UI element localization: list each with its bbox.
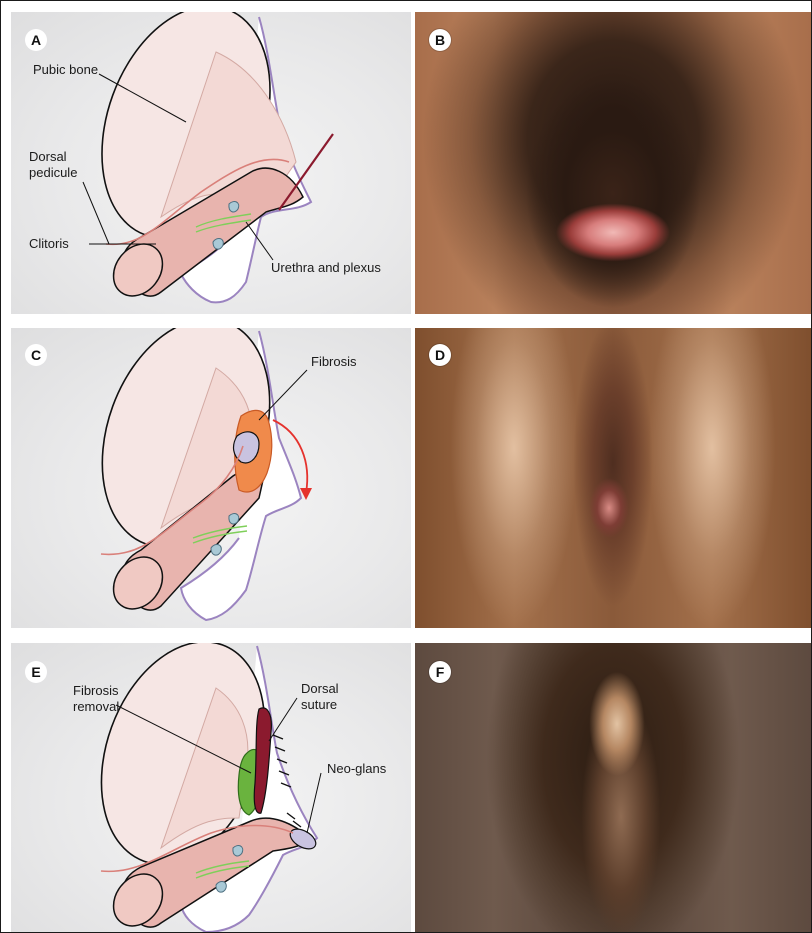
panel-c-diagram: C Fibrosis [11, 328, 411, 628]
label-pubic-bone: Pubic bone [33, 62, 98, 78]
leader-neo-glans [307, 773, 321, 833]
label-urethra-and-plexus: Urethra and plexus [271, 260, 381, 276]
panel-letter-e: E [25, 661, 47, 683]
label-dorsal-suture-line2: suture [301, 697, 339, 713]
plexus-blob [213, 238, 223, 249]
label-dorsal-pedicule: Dorsal pedicule [29, 149, 77, 181]
label-fibrosis-removal-line1: Fibrosis [73, 683, 119, 699]
plexus-blob [216, 881, 226, 892]
plexus-blob [211, 544, 221, 555]
label-dorsal-pedicule-line1: Dorsal [29, 149, 77, 165]
panel-letter-a: A [25, 29, 47, 51]
panel-f-photo: F [415, 643, 811, 932]
label-neo-glans: Neo-glans [327, 761, 386, 777]
label-dorsal-pedicule-line2: pedicule [29, 165, 77, 181]
label-fibrosis: Fibrosis [311, 354, 357, 370]
anatomy-illustration-e [11, 643, 411, 932]
panel-letter-f: F [429, 661, 451, 683]
panel-letter-b: B [429, 29, 451, 51]
leader-dorsal-suture [269, 698, 297, 741]
label-fibrosis-removal-line2: removal [73, 699, 119, 715]
panel-letter-c: C [25, 344, 47, 366]
panel-b-photo: B [415, 12, 811, 314]
label-fibrosis-removal: Fibrosis removal [73, 683, 119, 715]
label-dorsal-suture: Dorsal suture [301, 681, 339, 713]
clitoral-stump [234, 432, 259, 463]
label-dorsal-suture-line1: Dorsal [301, 681, 339, 697]
panel-letter-d: D [429, 344, 451, 366]
anatomy-illustration-c [11, 328, 411, 628]
leader-dorsal-pedicule [83, 182, 109, 244]
panel-e-diagram: E [11, 643, 411, 932]
panel-a-diagram: A Pubic bone D [11, 12, 411, 314]
panel-d-photo: D [415, 328, 811, 628]
label-clitoris: Clitoris [29, 236, 69, 252]
